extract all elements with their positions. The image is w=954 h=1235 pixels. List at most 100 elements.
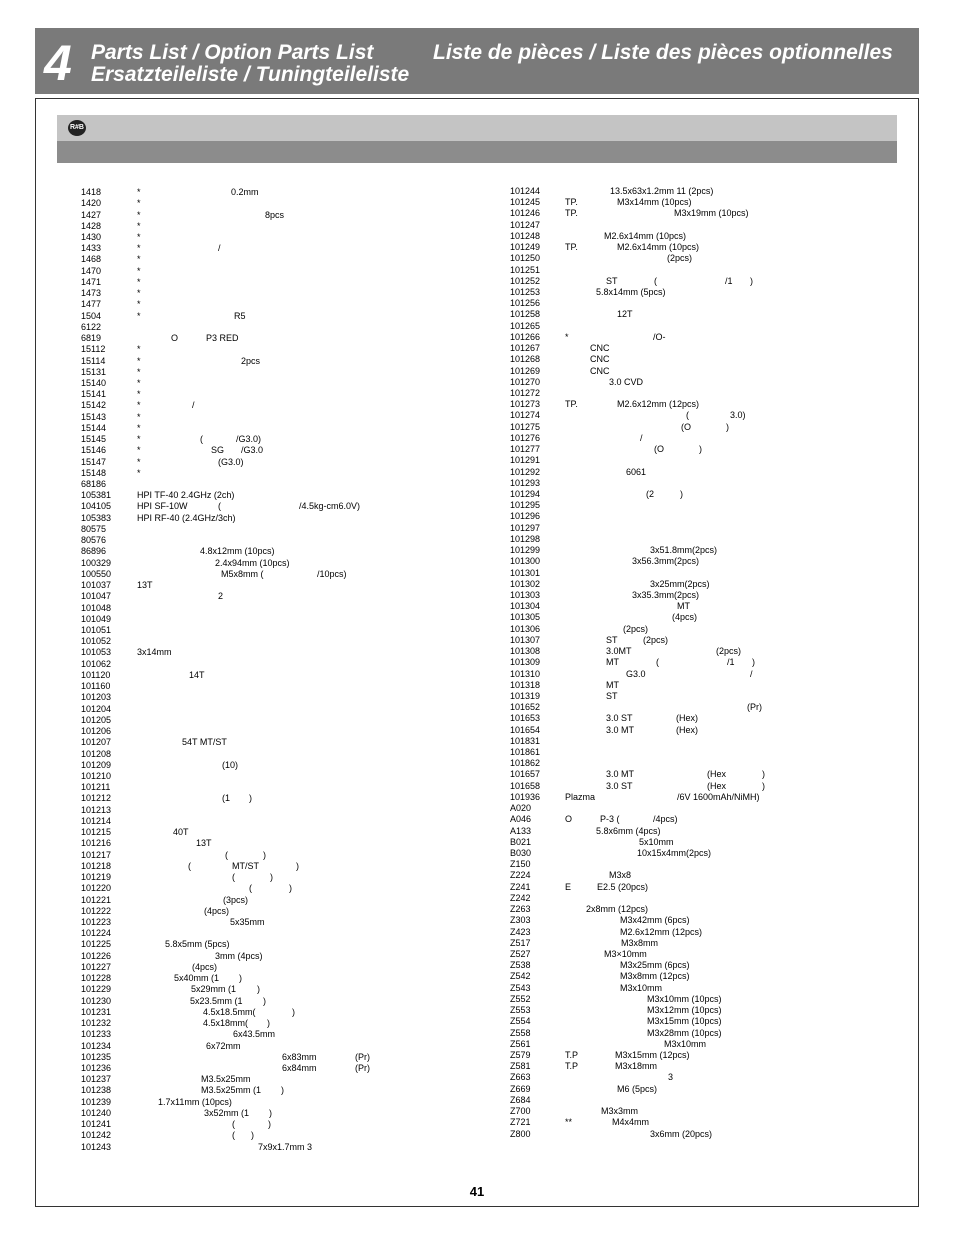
- part-number: 101273: [510, 399, 541, 410]
- part-description: 3.0 CVD: [609, 376, 644, 387]
- part-number: Z543: [510, 982, 531, 993]
- part-description: (: [656, 657, 659, 668]
- part-description: /4pcs): [653, 814, 678, 825]
- part-description: M3x10mm (10pcs): [647, 993, 722, 1004]
- part-number: Z700: [510, 1106, 531, 1116]
- part-number: 101233: [81, 1029, 112, 1040]
- part-description: ): [296, 860, 299, 871]
- part-description: TP.: [565, 208, 578, 219]
- part-description: 12T: [617, 309, 633, 320]
- part-description: ): [289, 883, 292, 894]
- part-number: 101291: [510, 455, 541, 466]
- part-number: 101203: [81, 692, 112, 703]
- part-number: Z552: [510, 993, 531, 1004]
- part-description: (: [232, 1119, 235, 1130]
- part-number: 6122: [81, 321, 102, 332]
- part-number: 101049: [81, 613, 112, 624]
- part-description: ): [239, 973, 242, 984]
- part-description: TP.: [565, 242, 578, 253]
- part-number: Z721: [510, 1117, 531, 1128]
- part-description: *: [137, 299, 141, 310]
- part-number: 101235: [81, 1051, 112, 1062]
- part-description: M3x8: [609, 870, 632, 881]
- part-number: 101299: [510, 545, 541, 555]
- part-number: 101120: [81, 669, 111, 680]
- part-description: *: [565, 331, 569, 342]
- part-number: 101225: [81, 939, 112, 950]
- part-number: 15141: [81, 389, 107, 400]
- part-description: M3x28mm (10pcs): [647, 1027, 722, 1038]
- table-header-band: [57, 115, 897, 141]
- part-description: MT: [606, 679, 619, 690]
- part-number: 101052: [81, 636, 112, 647]
- part-number: 101253: [510, 287, 541, 297]
- part-description: 4.8x12mm (10pcs): [200, 546, 275, 557]
- part-description: *: [137, 198, 141, 209]
- part-number: 101831: [510, 735, 541, 746]
- part-number: 101652: [510, 702, 541, 713]
- part-description: *: [137, 243, 141, 254]
- part-description: *: [137, 400, 141, 411]
- part-description: (: [232, 1130, 235, 1141]
- part-number: 1471: [81, 276, 102, 287]
- part-number: 101224: [81, 928, 112, 939]
- part-description: (: [686, 410, 689, 421]
- part-description: /: [750, 668, 753, 679]
- part-description: 3.0 MT: [606, 724, 635, 735]
- part-number: 101269: [510, 365, 541, 376]
- part-number: 15146: [81, 445, 107, 456]
- part-description: *: [137, 355, 141, 366]
- part-description: 10x15x4mm(2pcs): [637, 848, 712, 858]
- part-number: 80575: [81, 523, 107, 534]
- part-number: Z263: [510, 904, 531, 915]
- part-description: M5x8mm (: [221, 568, 264, 579]
- part-number: 15148: [81, 467, 107, 478]
- part-number: 101205: [81, 714, 112, 725]
- part-description: 7x9x1.7mm 3: [258, 1141, 313, 1152]
- part-description: /1: [727, 657, 735, 668]
- part-number: 101305: [510, 612, 541, 623]
- part-description: 3x51.8mm(2pcs): [650, 545, 718, 555]
- part-number: Z663: [510, 1072, 531, 1083]
- part-number: 101303: [510, 589, 541, 600]
- part-number: 101047: [81, 591, 112, 602]
- part-number: 101295: [510, 500, 541, 511]
- part-number: 101308: [510, 646, 541, 656]
- part-description: CNC: [590, 343, 610, 354]
- part-description: E: [565, 881, 572, 892]
- part-number: 101210: [81, 771, 112, 781]
- part-number: 101268: [510, 354, 541, 365]
- part-description: /10pcs): [317, 568, 347, 579]
- part-number: 101249: [510, 242, 541, 253]
- part-description: (: [188, 860, 191, 871]
- part-number: Z303: [510, 915, 531, 926]
- part-description: /: [640, 432, 643, 443]
- part-number: 101248: [510, 230, 541, 241]
- part-description: (O: [654, 444, 664, 455]
- part-number: 101243: [81, 1141, 112, 1152]
- part-description: 8pcs: [265, 209, 285, 220]
- part-number: 101297: [510, 522, 541, 533]
- part-number: 1430: [81, 231, 102, 242]
- part-description: (4pcs): [192, 961, 218, 972]
- part-number: 101304: [510, 601, 541, 612]
- part-description: (4pcs): [672, 612, 698, 623]
- part-description: *: [137, 422, 141, 433]
- part-number: 1428: [81, 220, 102, 231]
- part-number: 101230: [81, 995, 112, 1006]
- part-number: 101213: [81, 804, 112, 815]
- part-number: 101219: [81, 872, 112, 882]
- part-description: (Pr): [355, 1062, 370, 1073]
- part-description: *: [137, 288, 141, 299]
- part-description: M3x10mm: [620, 982, 663, 993]
- part-number: 101275: [510, 421, 541, 432]
- part-description: (Hex: [707, 769, 727, 780]
- part-description: ): [263, 849, 266, 860]
- part-number: 101160: [81, 681, 111, 692]
- part-description: 3x25mm(2pcs): [650, 578, 710, 589]
- part-number: 101310: [510, 668, 541, 679]
- part-number: 101234: [81, 1040, 112, 1051]
- part-number: 1420: [81, 198, 102, 209]
- part-description: ): [726, 421, 729, 432]
- part-description: 13.5x63x1.2mm 11 (2pcs): [610, 186, 714, 196]
